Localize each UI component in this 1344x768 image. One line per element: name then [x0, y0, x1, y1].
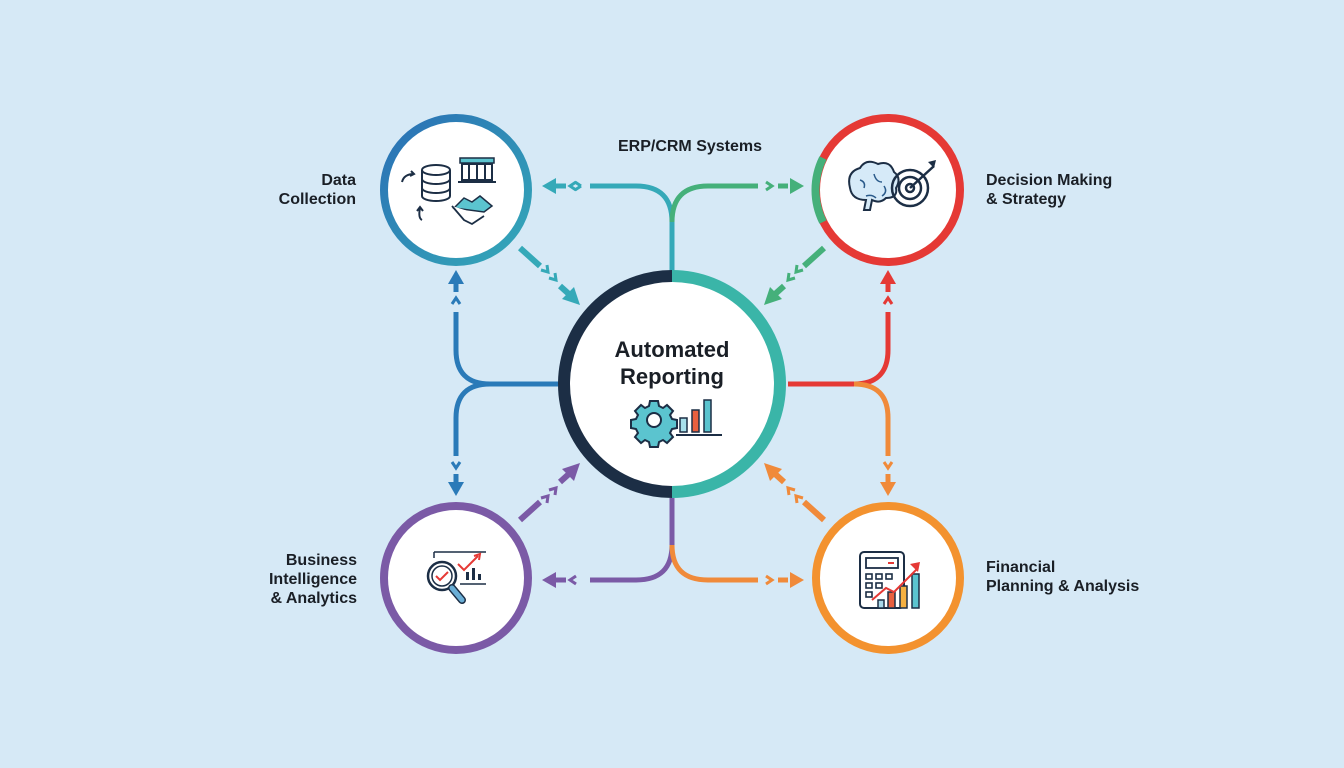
label-decision-making: Decision Making & Strategy — [986, 171, 1186, 209]
label-line: Decision Making — [986, 172, 1113, 189]
label-line: Planning & Analysis — [986, 578, 1140, 595]
database-bank-handshake-icon — [401, 157, 496, 226]
arrow-bi-to-center — [517, 463, 580, 523]
erp-crm-label: ERP/CRM Systems — [617, 138, 763, 155]
label-line: Financial — [986, 559, 1056, 576]
label-data-collection: Data Collection — [236, 171, 356, 209]
label-line: & Strategy — [986, 191, 1067, 208]
calculator-chart-icon — [859, 551, 920, 609]
label-line: Intelligence — [268, 571, 357, 588]
center-hub[interactable] — [558, 270, 786, 498]
center-title: Automated Reporting — [572, 336, 772, 390]
label-line: & Analytics — [270, 590, 357, 607]
connector-bottom — [542, 498, 804, 588]
node-data-collection[interactable] — [380, 114, 532, 266]
magnifier-chart-icon — [426, 551, 486, 604]
label-financial-planning: Financial Planning & Analysis — [986, 558, 1186, 596]
connector-left — [448, 270, 558, 496]
label-line: Business — [285, 552, 357, 569]
gear-chart-icon — [630, 399, 722, 448]
arrow-financial-to-center — [764, 463, 827, 523]
connector-right — [788, 270, 896, 496]
center-title-line1: Automated — [614, 337, 730, 362]
arrow-decision-to-center — [764, 245, 827, 305]
center-title-line2: Reporting — [620, 364, 724, 389]
label-line: Collection — [278, 191, 356, 208]
arrow-data-collection-to-center — [517, 245, 580, 305]
label-line: Data — [321, 172, 356, 189]
connector-top — [542, 178, 804, 272]
brain-target-icon — [848, 160, 936, 211]
label-business-intelligence: Business Intelligence & Analytics — [216, 551, 357, 608]
